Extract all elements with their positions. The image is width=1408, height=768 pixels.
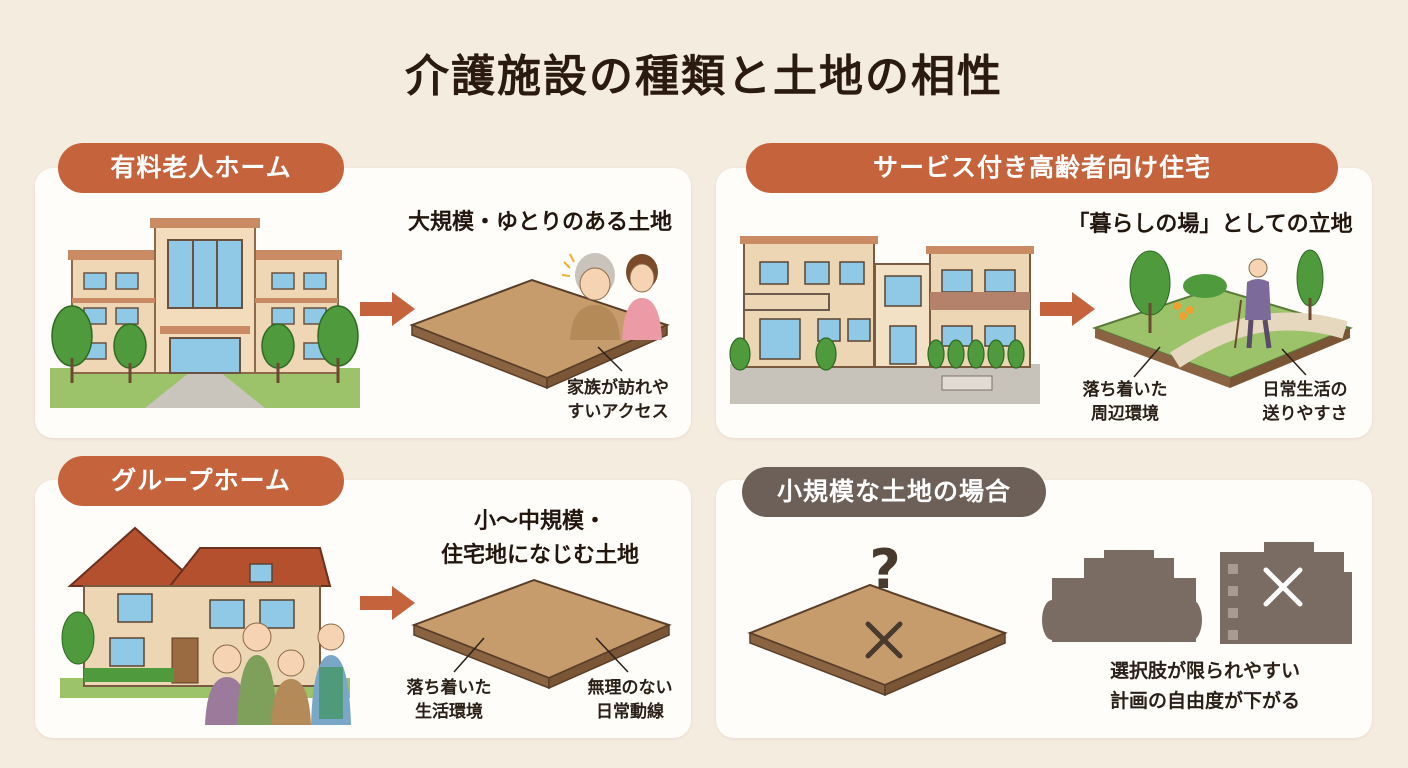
question-mark-icon: ? [869,538,901,601]
land-plot-icon [411,578,672,690]
note-small: 選択肢が限られやすい 計画の自由度が下がる [1109,660,1300,712]
callout-lines-sakoju [1133,346,1307,378]
page-title: 介護施設の種類と土地の相性 [405,51,1003,102]
callout-lines-group [453,637,629,673]
panel-label-small: 小規模な土地の場合 [742,467,1046,517]
caregiver-group-illustration [205,622,351,725]
arrow-right-icon [360,586,415,620]
panel-label-yuryo: 有料老人ホーム [58,143,344,193]
panel-label-group: グループホーム [58,456,344,506]
park-walk-illustration [1091,249,1353,388]
large-facility-illustration [50,218,360,408]
building-silhouette-icon [1042,550,1202,642]
heading-yuryo: 大規模・ゆとりのある土地 [407,210,672,235]
cross-mark-icon [865,621,903,659]
arrow-right-icon [360,292,415,326]
building-silhouette-icon [1220,542,1352,644]
callout-line-yuryo [597,346,623,372]
callout-group-right: 無理のない 日常動線 [587,678,673,722]
elderly-family-illustration [561,253,662,340]
callout-sakoju-left: 落ち着いた 周辺環境 [1082,380,1168,424]
arrow-right-icon [1040,292,1095,326]
apartment-illustration [729,236,1040,404]
heading-group: 小〜中規模・ 住宅地になじむ土地 [440,509,639,568]
callout-yuryo: 家族が訪れや すいアクセス [567,378,669,422]
callout-sakoju-right: 日常生活の 送りやすさ [1262,380,1348,424]
callout-group-left: 落ち着いた 生活環境 [406,678,492,722]
panel-label-sakoju: サービス付き高齢者向け住宅 [746,143,1338,193]
heading-sakoju: 「暮らしの場」としての立地 [1067,212,1353,237]
